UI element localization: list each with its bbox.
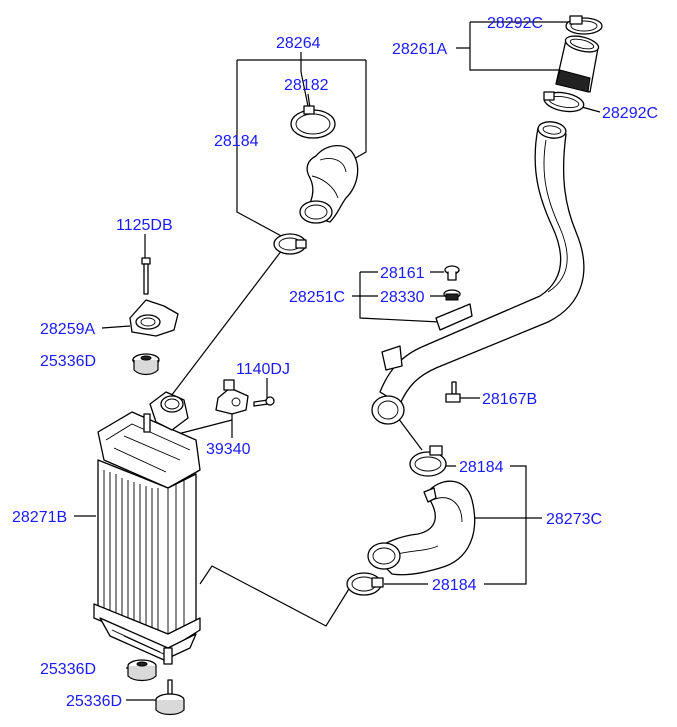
lower-hose-28273c (367, 480, 476, 576)
label-1125db: 1125DB (116, 217, 173, 234)
hose-sleeve-28261a (555, 35, 600, 93)
grommet-28330 (443, 289, 461, 301)
label-28182: 28182 (284, 77, 329, 94)
label-39340: 39340 (206, 441, 251, 458)
label-28292c-mid: 28292C (602, 105, 658, 122)
hose-clamp-28292c-mid (543, 91, 585, 113)
label-28264: 28264 (276, 35, 321, 52)
label-28261a: 28261A (392, 41, 447, 58)
label-28251c: 28251C (289, 289, 345, 306)
bolt-28167b (445, 381, 461, 403)
label-1140dj: 1140DJ (236, 361, 290, 378)
label-28330: 28330 (380, 289, 425, 306)
sensor-39340 (215, 379, 249, 415)
hose-clamp-28182 (290, 105, 336, 139)
intercooler-28271b (93, 391, 201, 665)
rubber-mount-25336d-bottom (155, 679, 185, 716)
hose-clamp-28292c-top (565, 15, 603, 35)
label-28273c: 28273C (546, 511, 602, 528)
rubber-mount-25336d-top (132, 353, 160, 376)
label-28184-low: 28184 (432, 577, 477, 594)
label-28271b: 28271B (12, 509, 67, 526)
rubber-mount-25336d-low (127, 659, 157, 682)
hose-clamp-28184-upper (273, 233, 307, 255)
upper-hose-28184 (299, 145, 359, 224)
bolt-1125db (141, 257, 151, 295)
intercooler-pipe-28251c (371, 121, 585, 425)
cap-28161 (444, 265, 460, 281)
label-28259a: 28259A (40, 321, 95, 338)
hose-clamp-28184-low (346, 572, 384, 596)
hose-clamp-28184-mid (409, 445, 447, 477)
bracket-28259a (129, 299, 179, 337)
part-labels: 28264 28182 28184 28292C 28261A 28292C 1… (12, 15, 658, 710)
label-28167b: 28167B (482, 391, 537, 408)
label-25336d-top: 25336D (40, 353, 96, 370)
bolt-1140dj (253, 396, 275, 407)
label-25336d-bottom: 25336D (66, 693, 122, 710)
label-28184-top: 28184 (214, 133, 259, 150)
label-25336d-low: 25336D (40, 661, 96, 678)
label-28292c-top: 28292C (487, 15, 543, 32)
label-28161: 28161 (380, 265, 425, 282)
label-28184-mid: 28184 (459, 459, 504, 476)
